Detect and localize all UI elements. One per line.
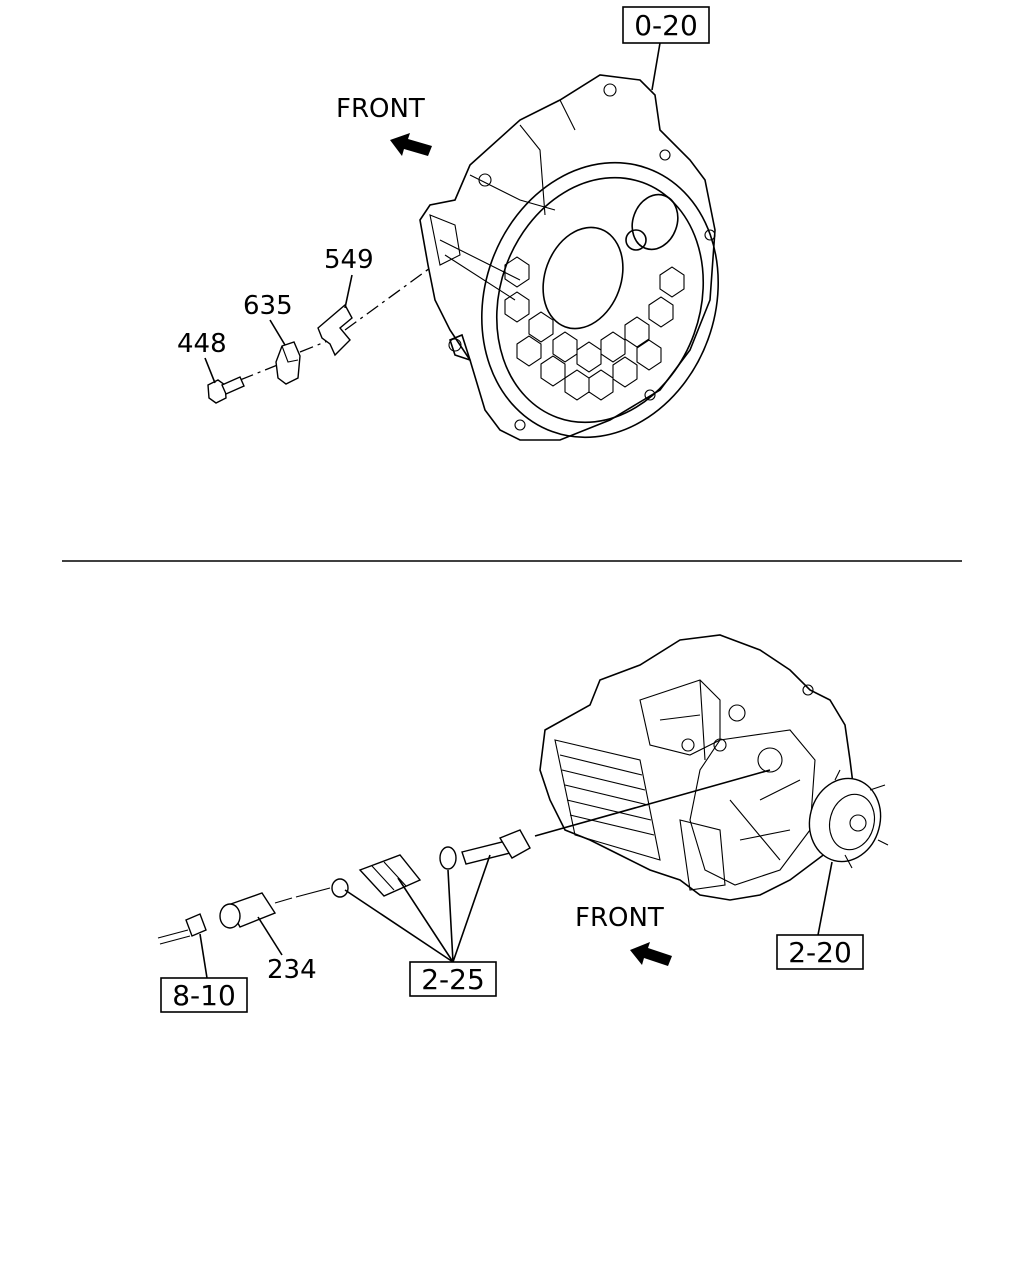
- front-label-top: FRONT: [336, 94, 425, 124]
- sensor-bracket-assembly: [207, 267, 431, 404]
- front-label-bottom: FRONT: [575, 903, 664, 933]
- flywheel-housing-illustration: [419, 74, 719, 441]
- ref-box-8-10: 8-10: [160, 933, 248, 1013]
- ref-box-2-25: 2-25: [344, 854, 497, 997]
- transmission-illustration: [539, 634, 889, 901]
- ref-box-2-20: 2-20: [776, 861, 864, 970]
- ref-box-label: 2-20: [788, 936, 852, 969]
- callout-549: 549: [324, 245, 374, 275]
- ref-box-0-20: 0-20: [622, 6, 710, 91]
- front-direction-indicator-top: FRONT: [336, 94, 432, 156]
- ref-box-label: 2-25: [421, 963, 485, 996]
- ref-box-label: 0-20: [634, 9, 698, 42]
- front-arrow-icon: [390, 133, 432, 156]
- callout-448: 448: [177, 329, 227, 359]
- speed-sensor-assembly: [157, 769, 771, 945]
- callouts-top: 549 635 448: [177, 245, 374, 384]
- ref-box-label: 8-10: [172, 979, 236, 1012]
- callout-635: 635: [243, 291, 293, 321]
- front-direction-indicator-bottom: FRONT: [575, 903, 672, 966]
- callout-234: 234: [267, 955, 317, 985]
- front-arrow-icon: [630, 942, 672, 966]
